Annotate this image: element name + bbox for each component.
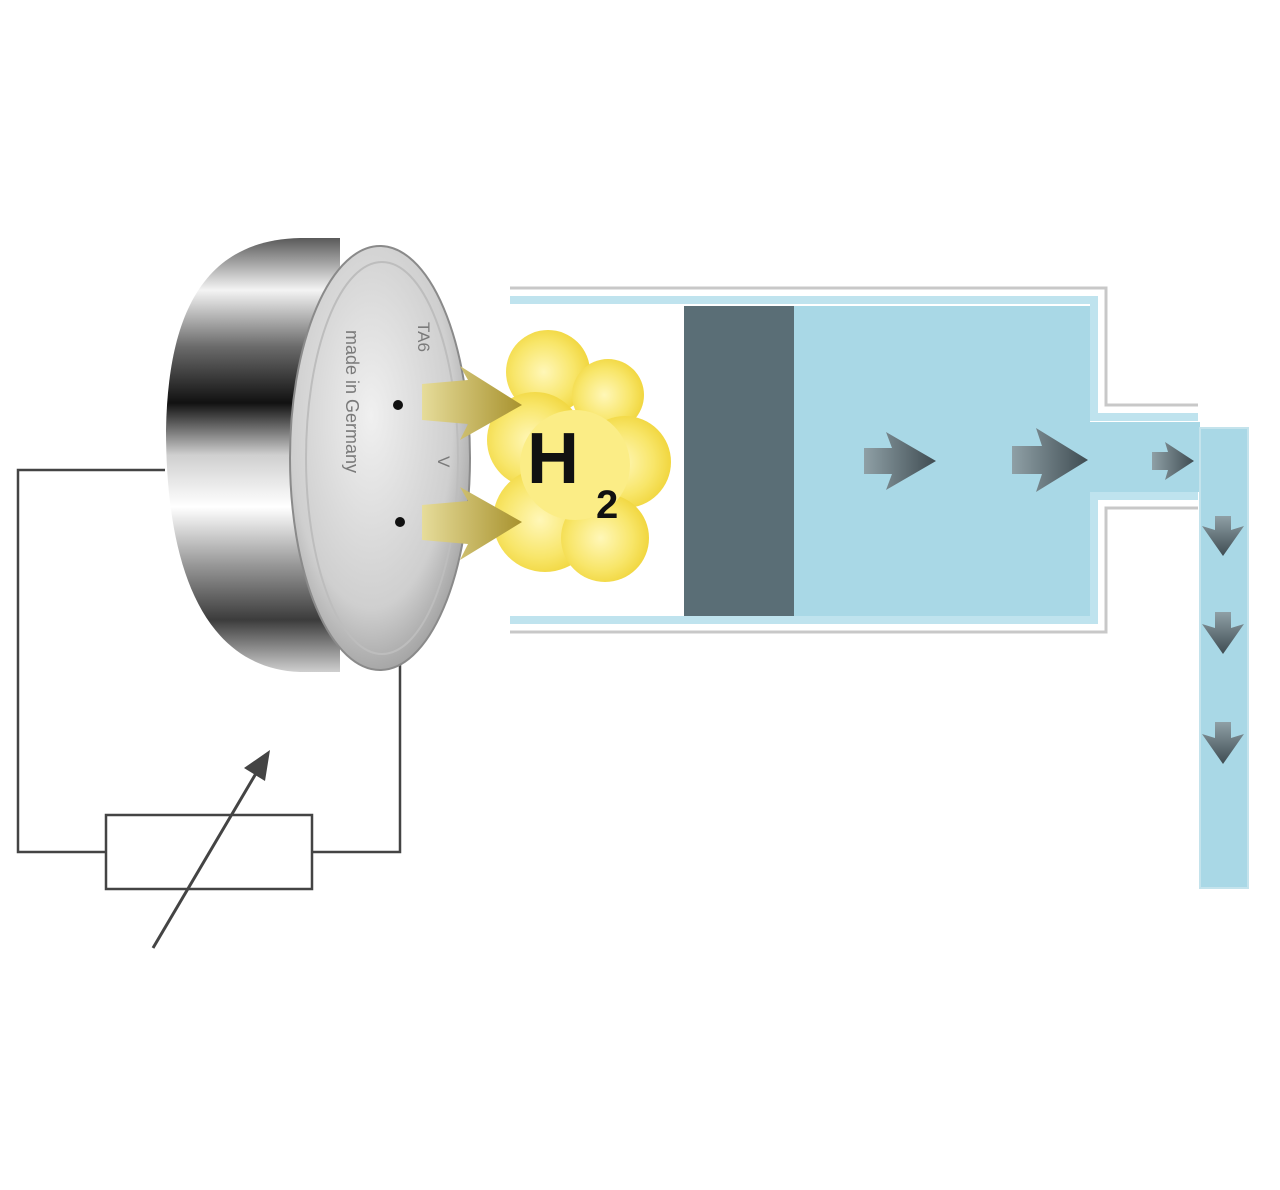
right-arrow-icon bbox=[1152, 442, 1194, 480]
circuit-wire-left bbox=[16, 468, 165, 854]
resistor-adjust-arrow-shaft bbox=[151, 769, 260, 949]
circuit bbox=[16, 468, 402, 949]
cell-face bbox=[289, 245, 471, 671]
cell-imprint-line2: TA6 bbox=[414, 322, 433, 352]
resistor-adjust-arrow-head bbox=[244, 750, 270, 781]
down-arrow-icon bbox=[1202, 516, 1244, 556]
hydrogen-subscript: 2 bbox=[596, 483, 618, 527]
fluid-drain-pipe bbox=[1199, 427, 1249, 889]
cylinder-wall-outer bbox=[510, 286, 1198, 634]
cell-vent-hole-upper bbox=[393, 400, 403, 410]
cell-vent-hole-lower bbox=[395, 517, 405, 527]
down-arrow-icon bbox=[1202, 722, 1244, 764]
circuit-wire-right bbox=[312, 618, 402, 854]
cell-imprint-line3: V bbox=[434, 456, 453, 468]
cell-face-inner-ring bbox=[305, 261, 459, 655]
hydrogen-gas-cloud bbox=[487, 330, 671, 582]
button-cell-icon: made in Germany TA6 V bbox=[166, 238, 471, 672]
gas-arrow-upper-icon bbox=[422, 366, 522, 440]
down-arrow-icon bbox=[1202, 612, 1244, 654]
cell-imprint-line1: made in Germany bbox=[342, 330, 362, 473]
right-arrow-icon bbox=[1012, 428, 1088, 492]
right-arrow-icon bbox=[864, 432, 936, 490]
cell-rim bbox=[166, 238, 340, 672]
hydrogen-symbol: H bbox=[527, 419, 579, 499]
piston bbox=[684, 306, 794, 616]
pump-cylinder bbox=[510, 286, 1249, 889]
cylinder-wall-inner bbox=[510, 296, 1198, 624]
gas-arrow-lower-icon bbox=[422, 487, 522, 560]
